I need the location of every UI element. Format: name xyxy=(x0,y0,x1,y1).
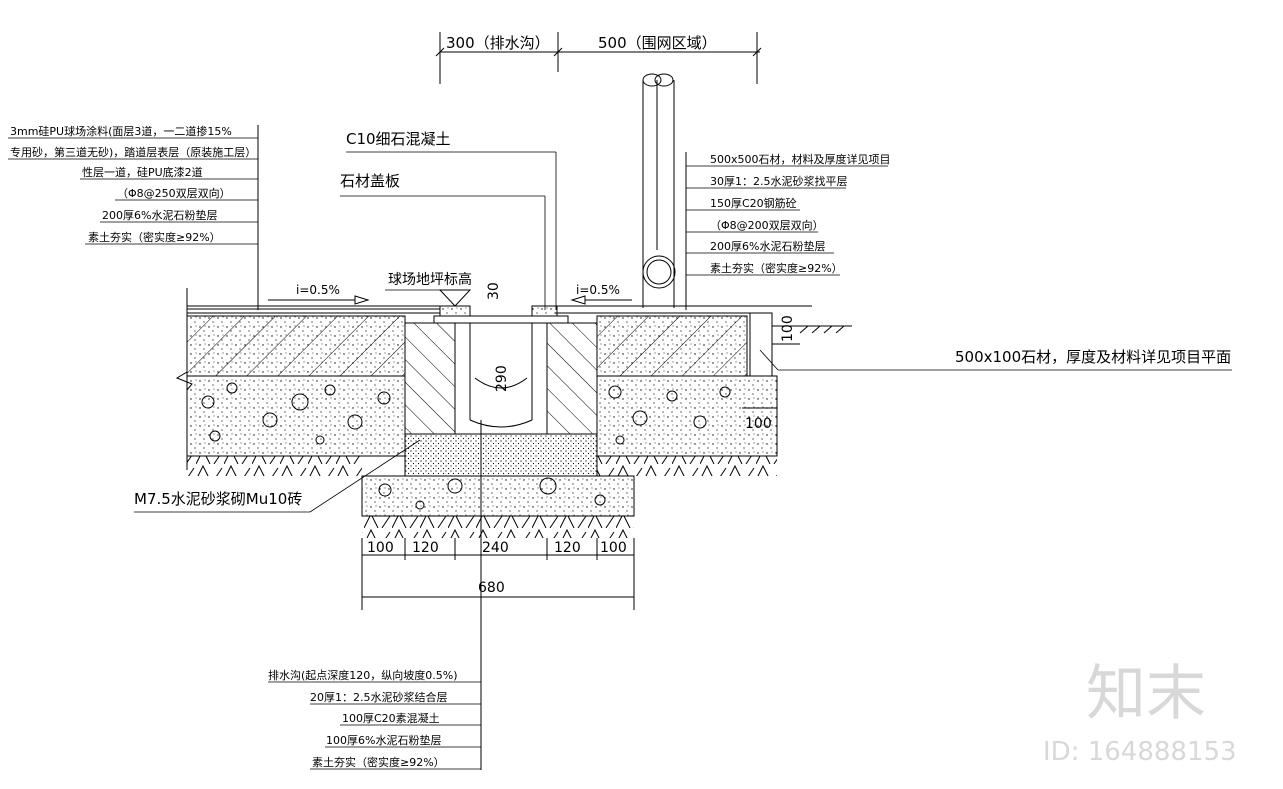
slope-markers: i=0.5% i=0.5% 球场地坪标高 30 xyxy=(268,271,632,307)
watermark-logo: 知末 xyxy=(1086,659,1206,729)
bottom-note-1: 排水沟(起点深度120，纵向坡度0.5%) xyxy=(268,668,458,682)
dim-100-side: 100 xyxy=(745,416,772,432)
dim-30: 30 xyxy=(486,282,502,300)
right-note-1: 500x500石材，材料及厚度详见项目 xyxy=(710,152,891,166)
slope-right-label: i=0.5% xyxy=(576,283,620,297)
field-elevation-label: 球场地坪标高 xyxy=(388,271,472,288)
bottom-note-4: 100厚6%水泥石粉垫层 xyxy=(326,733,441,747)
watermark: 知末 ID: 164888153 xyxy=(1043,659,1237,767)
dim-290: 290 xyxy=(494,365,510,392)
bottom-note-2: 20厚1：2.5水泥砂浆结合层 xyxy=(310,690,448,704)
top-dimensions: 300（排水沟） 500（围网区域） xyxy=(435,32,762,84)
bottom-dim-4: 120 xyxy=(554,540,581,556)
bottom-dim-5: 100 xyxy=(600,540,627,556)
left-note-2: 专用砂，第三道无砂)，踏道层表层（原装施工层） xyxy=(10,145,256,159)
note-c10-concrete: C10细石混凝土 xyxy=(346,130,451,148)
right-note-6: 素土夯实（密实度≥92%） xyxy=(710,261,843,275)
right-notes: 500x500石材，材料及厚度详见项目 30厚1：2.5水泥砂浆找平层 150厚… xyxy=(685,152,891,310)
bottom-note-5: 素土夯实（密实度≥92%） xyxy=(312,755,445,769)
left-note-5: 200厚6%水泥石粉垫层 xyxy=(102,208,217,222)
bottom-notes: 排水沟(起点深度120，纵向坡度0.5%) 20厚1：2.5水泥砂浆结合层 10… xyxy=(268,420,482,770)
right-note-5: 200厚6%水泥石粉垫层 xyxy=(710,239,825,253)
slope-left-label: i=0.5% xyxy=(296,283,340,297)
curb-note: 500x100石材，厚度及材料详见项目平面 xyxy=(955,348,1231,366)
right-note-3: 150厚C20钢筋砼 xyxy=(710,196,797,210)
left-concrete-slab xyxy=(175,315,406,476)
note-stone-cover: 石材盖板 xyxy=(340,172,400,190)
bottom-dim-2: 120 xyxy=(412,540,439,556)
left-note-6: 素土夯实（密实度≥92%） xyxy=(88,230,221,244)
total-dim: 680 xyxy=(478,580,505,596)
brick-note: M7.5水泥砂浆砌Mu10砖 xyxy=(134,439,421,513)
dim-100-right: 100 xyxy=(780,315,796,342)
top-notes: C10细石混凝土 石材盖板 xyxy=(340,130,557,310)
watermark-id: ID: 164888153 xyxy=(1043,737,1237,767)
bottom-dimensions: 100 120 240 120 100 680 xyxy=(361,538,635,610)
dim-drain-width: 300（排水沟） xyxy=(446,34,550,52)
right-concrete-slab: 100 100 500x100石材，厚度及材料详见项目平面 xyxy=(596,312,1232,476)
brick-note-text: M7.5水泥砂浆砌Mu10砖 xyxy=(134,490,302,508)
bottom-dim-1: 100 xyxy=(367,540,394,556)
left-note-4: （Φ8@250双层双向） xyxy=(117,186,231,200)
left-notes: 3mm硅PU球场涂料(面层3道，一二道掺15% 专用砂，第三道无砂)，踏道层表层… xyxy=(8,124,259,310)
fence-post xyxy=(642,73,676,308)
foundation xyxy=(361,475,635,538)
bottom-note-3: 100厚C20素混凝土 xyxy=(342,711,440,725)
right-note-2: 30厚1：2.5水泥砂浆找平层 xyxy=(710,174,848,188)
right-note-4: （Φ8@200双层双向） xyxy=(710,218,824,232)
left-note-3: 性层一道，硅PU底漆2道 xyxy=(82,165,203,179)
bottom-dim-3: 240 xyxy=(482,540,509,556)
left-note-1: 3mm硅PU球场涂料(面层3道，一二道掺15% xyxy=(10,124,232,138)
dim-fence-width: 500（围网区域） xyxy=(598,34,717,52)
drain-channel: 290 xyxy=(404,305,598,477)
